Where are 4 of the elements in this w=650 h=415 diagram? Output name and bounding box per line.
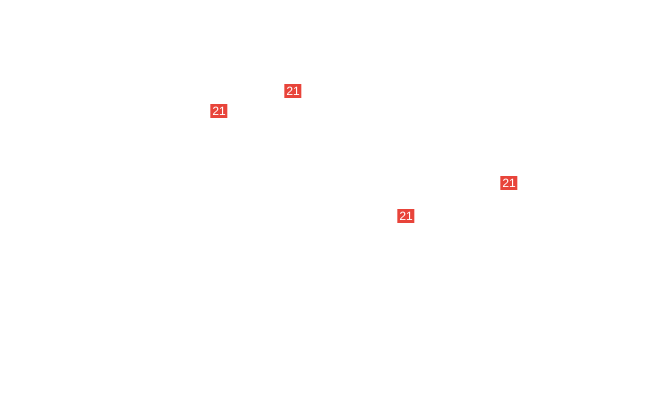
callout-number: 21: [284, 84, 302, 98]
callout-number: 21: [397, 209, 415, 223]
callout-number: 21: [210, 104, 228, 118]
callout-number: 21: [500, 176, 518, 190]
